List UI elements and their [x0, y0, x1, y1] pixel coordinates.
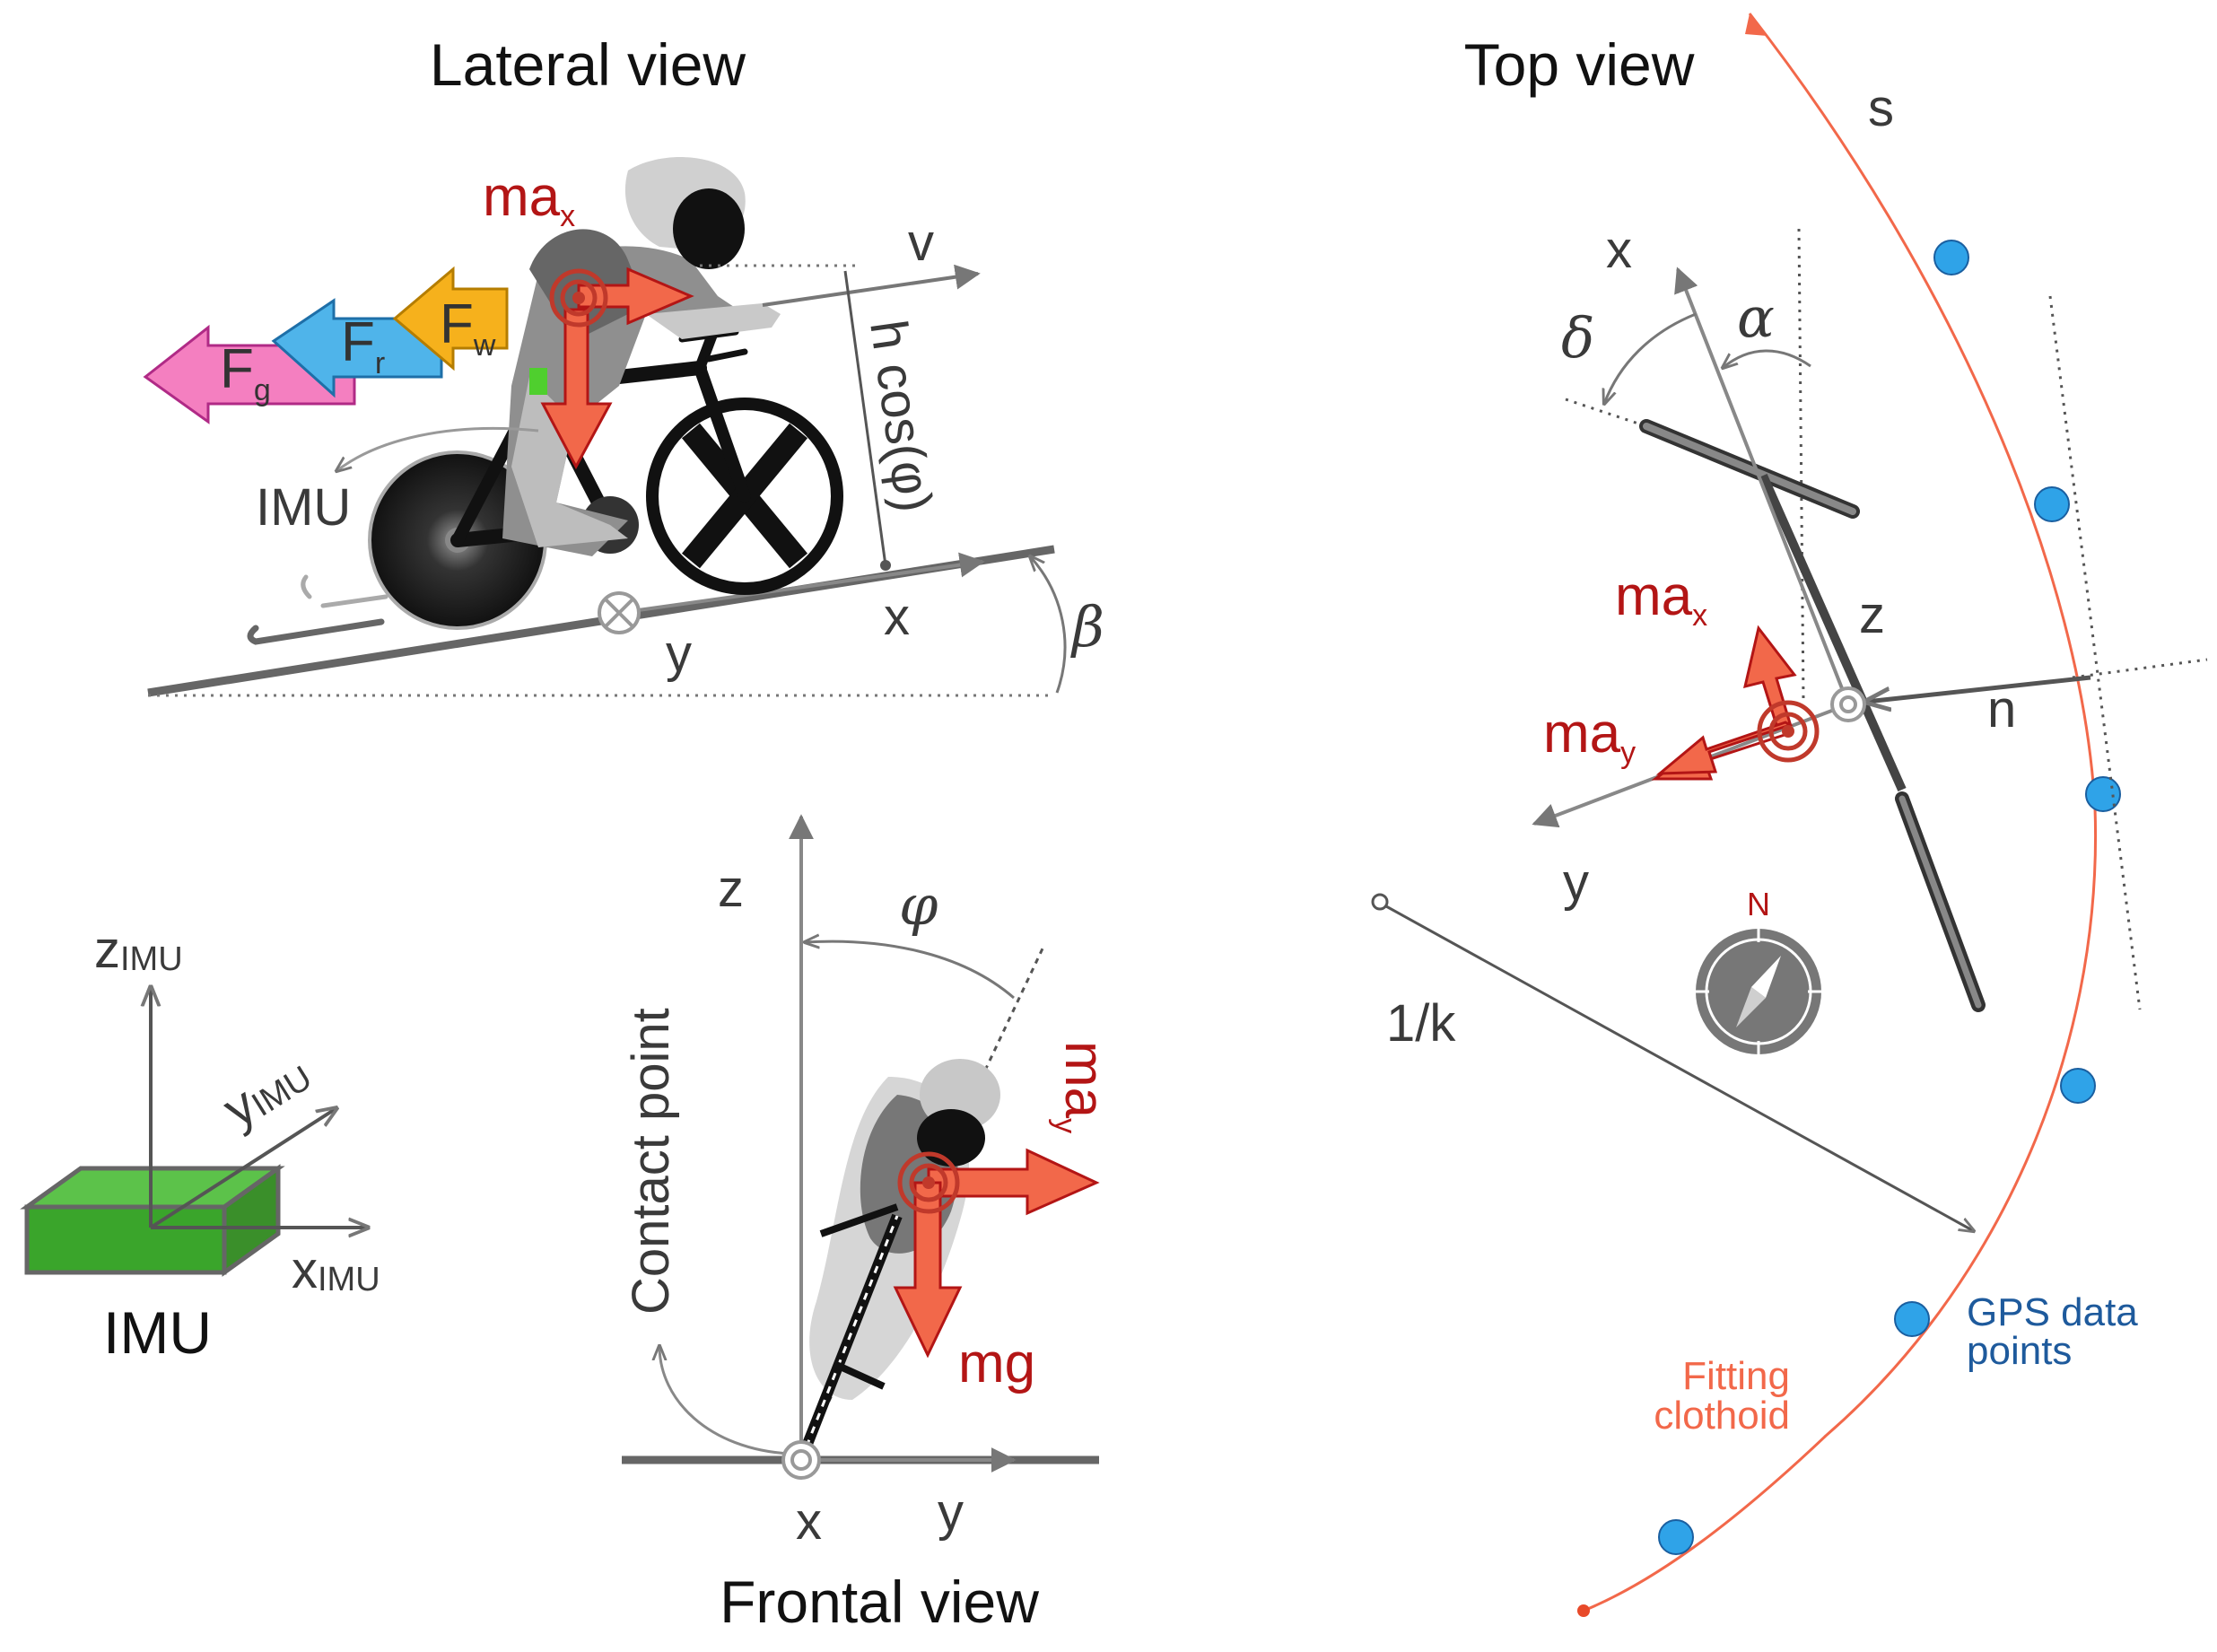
lateral-x-axis-arrow — [618, 552, 985, 615]
imu-mount-icon — [247, 618, 385, 645]
frontal-z-label: z — [718, 860, 744, 918]
imu-z-label: zIMU — [94, 921, 183, 979]
frontal-center-of-mass-icon — [897, 1151, 960, 1214]
rear-wheel-highlight — [1898, 795, 1982, 1009]
phi-angle-arc — [805, 941, 1015, 1000]
frontal-view: z y x φ Contact point — [622, 814, 1115, 1551]
frontal-may-arrow — [927, 1148, 1100, 1216]
alpha-label: α — [1737, 284, 1775, 350]
gps-point — [2060, 1068, 2096, 1104]
top-x-axis-arrow — [1674, 267, 1850, 705]
top-z-axis-icon — [1830, 686, 1866, 722]
tangent-dotted-line — [2048, 295, 2142, 1010]
gps-point — [2034, 486, 2070, 522]
gps-point — [1894, 1301, 1930, 1337]
phi-label: φ — [899, 872, 938, 938]
lateral-x-label: x — [884, 588, 910, 646]
contact-dot — [880, 560, 891, 571]
frontal-mg-arrow — [893, 1181, 963, 1359]
frontal-contact-icon — [781, 1440, 821, 1480]
normal-n-arrow — [1866, 675, 2091, 702]
beta-label: β — [1070, 594, 1104, 660]
heading-dotted-line — [1797, 228, 1805, 701]
top-center-of-mass-icon — [1757, 700, 1820, 763]
normal-dotted-line — [2072, 658, 2208, 679]
velocity-arrow — [762, 264, 981, 307]
imu-label-lateral: IMU — [256, 478, 351, 537]
clothoid-legend-line1: Fitting — [1682, 1354, 1790, 1398]
gps-data-points — [1658, 240, 2121, 1555]
contact-point-label: Contact point — [622, 1008, 680, 1315]
imu-y-label: yIMU — [213, 1043, 319, 1139]
fg-label: Fg — [220, 338, 271, 407]
title-lateral-view: Lateral view — [430, 31, 746, 98]
imu-mount-shadow-icon — [301, 574, 388, 608]
gps-legend-line1: GPS data — [1967, 1290, 2138, 1334]
lateral-max-arrow — [577, 267, 694, 326]
frontal-x-label: x — [796, 1492, 822, 1551]
clothoid-arrow-head — [1745, 13, 1767, 36]
arc-length-s-label: s — [1868, 79, 1894, 137]
delta-angle-arc — [1604, 312, 1697, 404]
imu-x-label: xIMU — [292, 1241, 380, 1299]
imu-y-axis-arrow — [149, 1108, 336, 1229]
top-y-label: y — [1563, 853, 1589, 912]
lateral-max-label: max — [483, 166, 575, 233]
frontal-may-label: may — [1048, 1041, 1115, 1133]
title-top-view: Top view — [1464, 31, 1695, 98]
clothoid-start-dot — [1577, 1604, 1590, 1617]
alpha-angle-arc — [1723, 349, 1811, 368]
fr-label: Fr — [341, 311, 385, 380]
gps-point — [2085, 776, 2121, 812]
clothoid-legend-line2: clothoid — [1654, 1394, 1790, 1438]
fw-label: Fw — [440, 293, 496, 363]
h-cos-phi-dimension-line — [843, 270, 887, 566]
lateral-center-of-mass-icon — [549, 268, 608, 328]
top-max-label: max — [1615, 565, 1707, 633]
frontal-y-label: y — [938, 1483, 964, 1542]
fitting-clothoid-curve — [1583, 13, 2098, 1613]
frame-top — [1759, 473, 1907, 792]
top-view: s x y δ α n — [1371, 13, 2208, 1617]
title-frontal-view: Frontal view — [720, 1569, 1039, 1635]
gps-point — [1933, 240, 1969, 275]
normal-n-label: n — [1987, 680, 2016, 739]
force-arrow-fw: Fw — [392, 266, 509, 371]
lateral-y-label: y — [666, 625, 692, 683]
compass-icon — [1696, 929, 1821, 1054]
top-may-label: may — [1543, 703, 1636, 770]
radius-label: 1/k — [1386, 994, 1456, 1053]
curvature-center-dot — [1371, 893, 1389, 911]
contact-rotation-arrow — [659, 1346, 790, 1455]
handlebar-highlight — [1643, 423, 1856, 515]
top-x-label: x — [1606, 221, 1632, 279]
beta-angle-arc — [1030, 556, 1067, 694]
gps-point — [1658, 1519, 1694, 1555]
gps-legend-line2: points — [1967, 1329, 2072, 1373]
imu-box-label: IMU — [103, 1299, 212, 1366]
h-cos-phi-label: h cos(φ) — [859, 317, 943, 516]
top-z-label: z — [1859, 586, 1885, 644]
velocity-label: v — [908, 214, 934, 272]
imu-rotation-arrow — [336, 426, 539, 471]
lateral-view: β x y — [143, 157, 1104, 697]
frontal-mg-label: mg — [958, 1333, 1035, 1394]
radius-arrow — [1385, 905, 1974, 1231]
y-axis-into-page-icon — [598, 591, 641, 634]
delta-label: δ — [1561, 305, 1594, 371]
imu-box-front — [24, 1204, 227, 1275]
imu-axes-diagram: zIMU yIMU xIMU IMU — [20, 921, 380, 1366]
compass-north-label: N — [1747, 886, 1770, 922]
